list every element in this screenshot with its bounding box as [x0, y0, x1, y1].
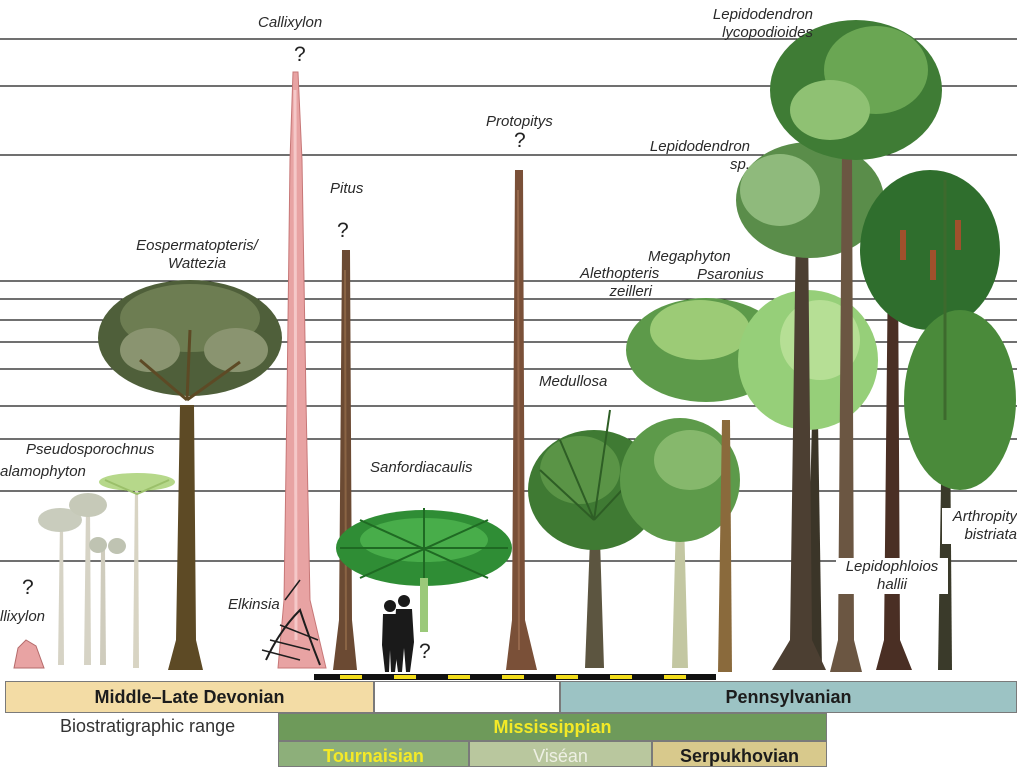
medullosa-label: Medullosa [539, 373, 608, 390]
lepidodendron-sp-label-line1: Lepidodendron [649, 138, 750, 155]
period-bar-gap [374, 681, 560, 713]
callixylon-stump-illustration [13, 639, 45, 669]
elkinsia-illustration [261, 579, 321, 666]
callixylon-small-label: llixylon [0, 608, 46, 625]
pseudosporochnus-illustration [99, 473, 175, 668]
elkinsia-label: Elkinsia [228, 596, 280, 613]
human-silhouettes-illustration [382, 595, 414, 672]
period-bar-pennsylvanian: Pennsylvanian [560, 681, 1017, 713]
arthropitys-illustration [904, 180, 1016, 670]
question-mark-sanfordiacaulis: ? [419, 640, 431, 663]
eospermatopteris-label-line1: Eospermatopteris/ [136, 237, 258, 254]
period-label-devonian: Middle–Late Devonian [94, 686, 285, 707]
arthropitys-label-line1: Arthropity [952, 508, 1017, 525]
arthropitys-label-line2: bistriata [964, 526, 1017, 543]
protopitys-illustration [506, 170, 537, 670]
stage-label-serpukhovian: Serpukhovian [679, 746, 800, 766]
question-mark-callixylon-small: ? [22, 576, 34, 599]
stage-bar-serpukhovian: Serpukhovian [652, 741, 827, 767]
period-label-pennsylvanian: Pennsylvanian [725, 686, 852, 707]
lepidodendron-sp-label: Lepidodendron sp. [636, 138, 750, 174]
pitus-illustration [333, 250, 357, 670]
alethopteris-label-line1: Alethopteris [580, 265, 660, 282]
stage-bar-tournaisian: Tournaisian [278, 741, 469, 767]
lepidodendron-lycopodioides-illustration [770, 20, 942, 672]
scale-bar [314, 674, 716, 680]
eospermatopteris-illustration [98, 280, 282, 670]
callixylon-label: Callixylon [258, 14, 323, 31]
lepidodendron-lycopodioides-label-line1: Lepidodendron [712, 6, 813, 23]
stage-label-tournaisian: Tournaisian [323, 746, 424, 766]
sanfordiacaulis-label: Sanfordiacaulis [370, 459, 473, 476]
stage-bar-visean: Viséan [469, 741, 652, 767]
pitus-label: Pitus [330, 180, 364, 197]
period-bar-devonian: Middle–Late Devonian [5, 681, 374, 713]
psaronius-label: Psaronius [697, 266, 764, 283]
lepidodendron-lycopodioides-label-line2: lycopodioides [722, 24, 813, 41]
lepidodendron-lycopodioides-label: Lepidodendron lycopodioides [697, 6, 813, 42]
period-label-mississippian: Mississippian [493, 716, 612, 737]
period-bar-mississippian: Mississippian [278, 713, 827, 741]
lepidophloios-label: Lepidophloios hallii [836, 558, 948, 594]
biostratigraphic-range-label: Biostratigraphic range [60, 716, 236, 736]
question-mark-pitus: ? [337, 219, 349, 242]
lepidophloios-label-line2: hallii [876, 576, 907, 593]
alethopteris-label: Alethopteris zeilleri [580, 265, 660, 301]
calamophyton-illustration [38, 493, 126, 665]
megaphyton-label: Megaphyton [648, 248, 731, 265]
sanfordiacaulis-illustration [336, 508, 512, 632]
lepidodendron-sp-label-line2: sp. [729, 156, 750, 173]
lepidophloios-label-line1: Lepidophloios [845, 558, 939, 575]
callixylon-illustration [277, 71, 327, 669]
pseudosporochnus-label: Pseudosporochnus [26, 441, 155, 458]
protopitys-label: Protopitys [486, 113, 553, 130]
stage-label-visean: Viséan [533, 746, 588, 766]
alethopteris-label-line2: zeilleri [609, 283, 652, 300]
eospermatopteris-label: Eospermatopteris/ Wattezia [122, 237, 272, 273]
calamophyton-label: alamophyton [0, 463, 86, 480]
alethopteris-illustration [620, 418, 740, 668]
eospermatopteris-label-line2: Wattezia [167, 255, 227, 272]
arthropitys-label: Arthropity bistriata [942, 508, 1017, 544]
question-mark-protopitys: ? [514, 129, 526, 152]
question-mark-callixylon: ? [294, 43, 306, 66]
